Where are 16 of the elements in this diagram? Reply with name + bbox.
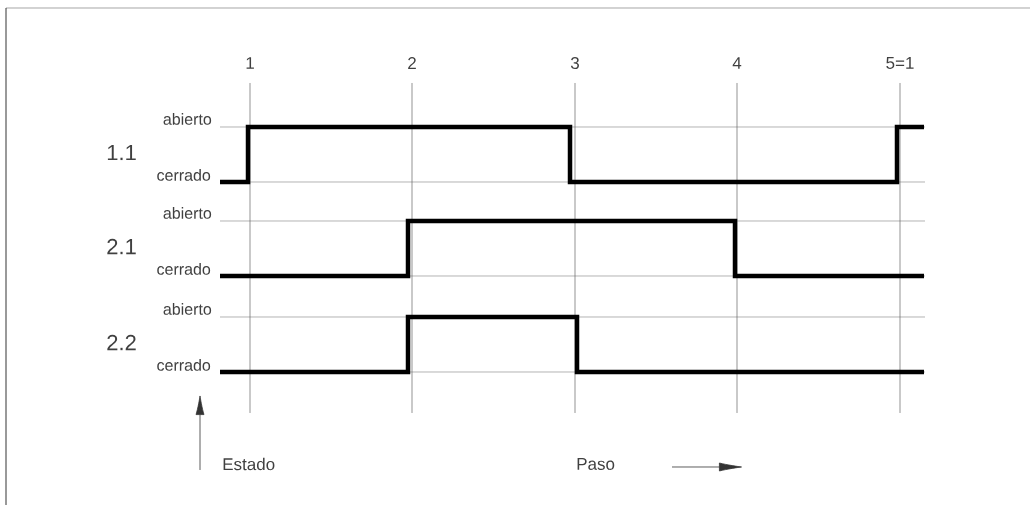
step-number: 5=1 — [886, 57, 914, 69]
step-number: 1 — [246, 57, 254, 69]
step-number: 3 — [570, 57, 579, 69]
signal-name: 2.1 — [107, 238, 136, 255]
step-number: 2 — [408, 57, 416, 69]
state-label: abierto — [163, 207, 212, 219]
axis-label: Paso — [577, 458, 615, 470]
signal-name: 1.1 — [107, 144, 136, 161]
state-label: cerrado — [157, 169, 211, 181]
signal-name: 2.2 — [107, 334, 136, 351]
state-label: cerrado — [157, 263, 211, 275]
axis-label: Estado — [223, 457, 275, 471]
state-label: cerrado — [157, 359, 211, 371]
state-label: abierto — [163, 113, 212, 125]
step-number: 4 — [732, 57, 742, 69]
state-label: abierto — [163, 303, 212, 315]
